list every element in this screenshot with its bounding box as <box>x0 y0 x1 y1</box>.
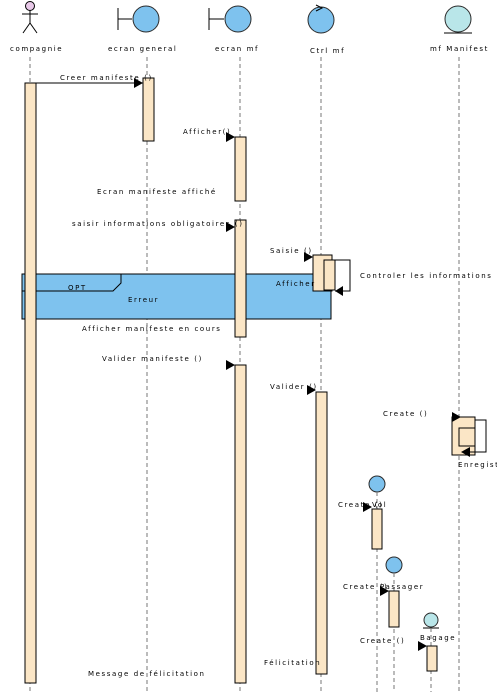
message-controler-self-arrowhead <box>335 286 343 296</box>
boundary-ecran-mf-icon <box>208 5 252 33</box>
vol-object-label: Vol <box>372 501 387 509</box>
activation-ecran-mf-3 <box>234 364 247 684</box>
lifeline-label-compagnie: compagnie <box>10 45 63 53</box>
bagage-object-icon <box>423 612 439 628</box>
passager-object-icon <box>385 556 403 574</box>
activation-ecran-mf-2 <box>234 219 247 338</box>
lifeline-label-ctrl-mf: Ctrl mf <box>310 47 345 55</box>
passager-object-label: Passager <box>380 583 424 591</box>
activation-compagnie <box>24 82 37 684</box>
lifeline-label-mf-manifest: mf Manifest <box>430 45 489 53</box>
control-ctrl-mf-icon <box>307 4 335 34</box>
message-creer-manifeste-arrowhead <box>134 78 143 88</box>
message-creer-manifeste: Creer manifeste () <box>60 74 153 82</box>
activation-passager <box>388 590 400 628</box>
message-valider-manifeste: Valider manifeste () <box>102 355 203 363</box>
message-valider-arrowhead <box>307 385 316 395</box>
bagage-object-label: Bagage <box>420 634 456 642</box>
activation-ecran-mf-1 <box>234 136 247 202</box>
message-create-vol-arrowhead <box>363 502 372 512</box>
message-controler-informations: Controler les informations <box>360 272 492 280</box>
opt-fragment-label: OPT <box>68 284 87 292</box>
message-saisir-informations-arrowhead <box>226 222 235 232</box>
message-saisie-arrowhead <box>304 252 313 262</box>
message-afficher: Afficher() <box>183 128 231 136</box>
activation-ctrl-mf-self <box>323 259 336 291</box>
vol-object-icon <box>368 475 386 493</box>
message-create-vol: Create () <box>338 501 383 509</box>
message-de-felicitation: Message de félicitation <box>88 670 206 678</box>
message-felicitation: Félicitation <box>264 659 321 667</box>
message-valider-manifeste-arrowhead <box>226 360 235 370</box>
message-create-manifest: Create () <box>383 410 428 418</box>
opt-fragment <box>21 273 332 320</box>
message-afficher-arrowhead <box>226 132 235 142</box>
message-ecran-manifeste-affiche: Ecran manifeste affiché <box>97 188 217 196</box>
lifeline-label-ecran-general: ecran general <box>108 45 177 53</box>
message-enregistrer-self-arrow <box>468 419 487 453</box>
opt-fragment-operator-box <box>22 274 122 292</box>
message-erreur: Erreur <box>128 296 159 304</box>
lifeline-label-ecran-mf: ecran mf <box>215 45 259 53</box>
message-create-passager-arrowhead <box>380 586 389 596</box>
message-enregistrer: Enregistrer <box>458 461 497 469</box>
message-afficher-manifeste-en-cours: Afficher manifeste en cours <box>82 325 222 333</box>
message-create-passager: Create () <box>343 583 388 591</box>
message-valider: Valider () <box>270 383 318 391</box>
message-create-bagage: Create () <box>360 637 405 645</box>
message-create-bagage-arrowhead <box>418 641 427 651</box>
message-saisir-informations: saisir informations obligatoires () <box>72 220 244 228</box>
actor-compagnie-icon <box>22 1 38 34</box>
message-create-manifest-arrowhead <box>452 412 461 422</box>
entity-mf-manifest-icon <box>444 5 472 34</box>
message-saisie: Saisie () <box>270 247 313 255</box>
activation-bagage <box>426 645 438 672</box>
activation-ctrl-mf-2 <box>315 391 328 675</box>
activation-ecran-general <box>142 77 155 142</box>
activation-mf-manifest-self <box>458 427 476 447</box>
activation-vol <box>371 508 383 550</box>
message-afficher-erreur: Afficher <box>276 280 316 288</box>
boundary-ecran-general-icon <box>117 5 160 33</box>
message-enregistrer-self-arrowhead <box>461 447 470 457</box>
